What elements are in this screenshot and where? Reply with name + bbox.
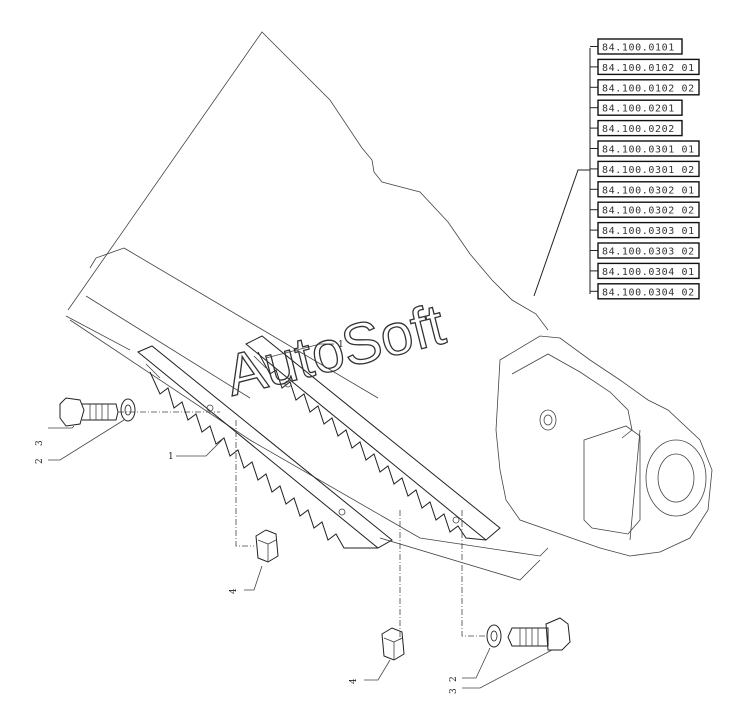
callout-blade-left: 1 <box>168 452 174 462</box>
washer-left <box>120 398 136 422</box>
reference-bracket <box>533 48 591 297</box>
reference-code-label: 84.100.0304 02 <box>602 287 695 298</box>
leader-lines <box>48 343 553 689</box>
reference-code-box <box>597 160 700 178</box>
reference-code-box <box>597 38 683 55</box>
callout-washer-right: 2 <box>449 676 459 682</box>
reference-code-label: 84.100.0302 01 <box>602 185 695 196</box>
reference-code-label: 84.100.0303 02 <box>602 247 695 258</box>
reference-code-label: 84.100.0304 01 <box>602 267 695 278</box>
reference-code-list: 84.100.0101 84.100.0102 01 84.100.0102 02 8… <box>590 38 700 300</box>
reference-code-label: 84.100.0302 02 <box>602 206 695 217</box>
reference-code-label: 84.100.0202 <box>602 124 675 135</box>
reference-code-label: 84.100.0303 01 <box>602 226 695 237</box>
reference-code-box <box>597 201 700 218</box>
callout-nut-right: 4 <box>349 678 359 684</box>
reference-code-label: 84.100.0101 <box>602 43 675 54</box>
reference-code-box <box>597 119 683 137</box>
reference-code-label: 84.100.0301 01 <box>602 145 695 156</box>
pivot-block <box>495 335 713 557</box>
reference-code-label: 84.100.0102 01 <box>602 63 695 74</box>
housing-outline <box>65 31 549 581</box>
reference-code-box <box>597 58 700 76</box>
assembly-lines <box>118 411 486 640</box>
callout-bolt-right: 3 <box>449 688 459 694</box>
callout-nut-left: 4 <box>229 588 239 594</box>
bolt-left <box>59 397 119 427</box>
reference-code-box <box>597 79 700 96</box>
nut-right <box>381 627 405 661</box>
reference-code-box <box>597 221 700 239</box>
reference-code-box <box>597 242 700 259</box>
callout-bolt-left-b: 2 <box>35 458 45 464</box>
callout-blade-top: 1 <box>338 340 344 350</box>
reference-code-box <box>597 181 700 198</box>
watermark-text: AutoSoft <box>219 292 451 409</box>
reference-code-box <box>597 283 700 300</box>
callout-labels: 1 1 3 2 4 4 2 3 <box>35 340 459 694</box>
reference-code-box <box>597 262 700 280</box>
reference-code-label: 84.100.0201 <box>602 104 675 115</box>
reference-code-label: 84.100.0301 02 <box>602 165 695 176</box>
reference-code-label: 84.100.0102 02 <box>602 83 695 94</box>
washer-right <box>486 624 502 648</box>
knife-blade-upper <box>245 335 501 541</box>
knife-blade-lower <box>137 345 393 549</box>
nut-left <box>255 529 279 563</box>
reference-code-box <box>597 99 683 116</box>
callout-bolt-left-a: 3 <box>35 440 45 446</box>
reference-code-box <box>597 140 700 157</box>
bolt-right <box>507 617 571 651</box>
